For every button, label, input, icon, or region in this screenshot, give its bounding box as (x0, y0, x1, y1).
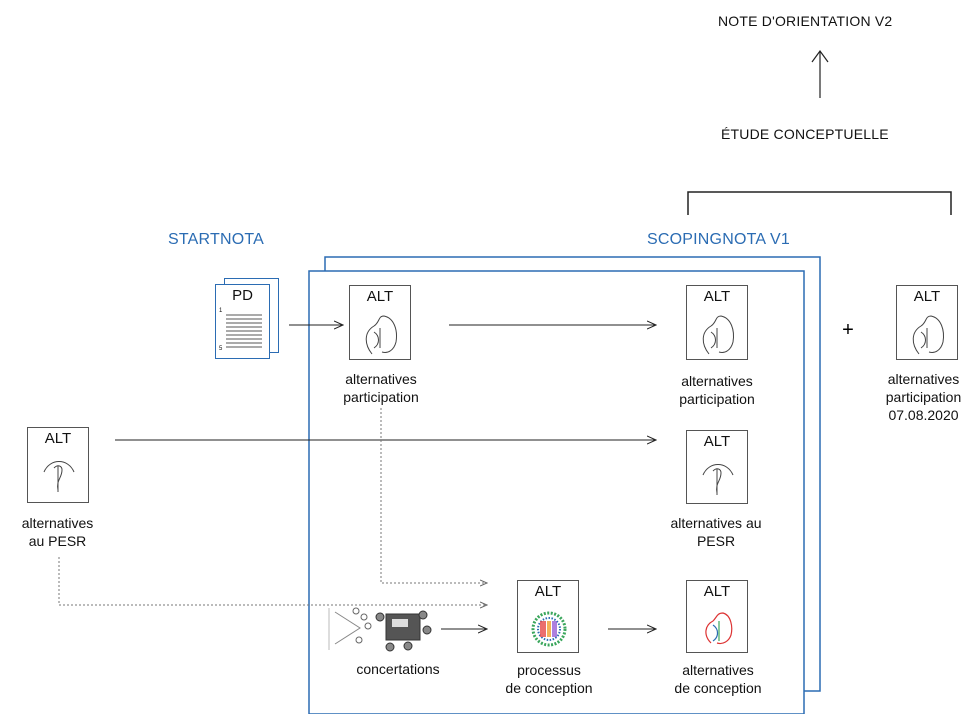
etude-conceptuelle-heading: ÉTUDE CONCEPTUELLE (721, 126, 889, 142)
pd-code: PD (232, 287, 253, 304)
alt-code: ALT (44, 430, 72, 447)
scopingnota-v1-heading: SCOPINGNOTA V1 (647, 231, 790, 248)
pesr-sketch-icon (43, 461, 75, 492)
alt-pesr-doc-left: ALT (27, 427, 89, 503)
dotted-participation-to-processus (380, 408, 487, 583)
concertations-label: concertations (356, 661, 440, 677)
alt-code: ALT (534, 583, 562, 600)
pd-lines-icon (226, 314, 262, 348)
alt-participation-doc-right: ALT (896, 285, 958, 360)
up-arrow (811, 49, 829, 98)
alt-pesr-label-left: alternatives au PESR (21, 515, 94, 549)
pd-document: PD 1 5 (215, 284, 270, 359)
alt-participation-doc-mid: ALT (686, 285, 748, 360)
alt-processus-doc: ALT (517, 580, 579, 653)
alt-code: ALT (703, 433, 731, 450)
pesr-sketch-icon (702, 464, 734, 495)
alt-pesr-doc-mid: ALT (686, 430, 748, 504)
dotted-pesr-to-processus (58, 557, 487, 605)
conception-sketch-icon (705, 612, 733, 645)
alt-code: ALT (366, 288, 394, 305)
alt-participation-label-mid: alternatives participation (679, 373, 755, 407)
alt-participation-doc-left: ALT (349, 285, 411, 360)
participation-sketch-icon (702, 315, 734, 355)
participation-sketch-icon (912, 315, 944, 355)
plus-sign: + (842, 319, 854, 341)
alt-code: ALT (913, 288, 941, 305)
alt-participation-label-left: alternatives participation (343, 371, 419, 405)
processus-label: processus de conception (505, 662, 593, 696)
concertations-illustration (328, 607, 432, 652)
pd-number-first: 1 (219, 308, 223, 314)
alt-conception-label: alternatives de conception (674, 662, 762, 696)
startnota-heading: STARTNOTA (168, 231, 265, 248)
etude-bracket (687, 191, 952, 215)
alt-code: ALT (703, 583, 731, 600)
alt-code: ALT (703, 288, 731, 305)
participation-sketch-icon (365, 315, 397, 355)
processus-wheel-icon (531, 611, 567, 647)
alt-participation-label-right: alternatives participation 07.08.2020 (885, 371, 962, 423)
note-orientation-v2-heading: NOTE D'ORIENTATION V2 (718, 13, 893, 29)
alt-pesr-label-mid: alternatives au PESR (670, 515, 762, 549)
pd-number-last: 5 (219, 346, 223, 352)
alt-conception-doc: ALT (686, 580, 748, 653)
